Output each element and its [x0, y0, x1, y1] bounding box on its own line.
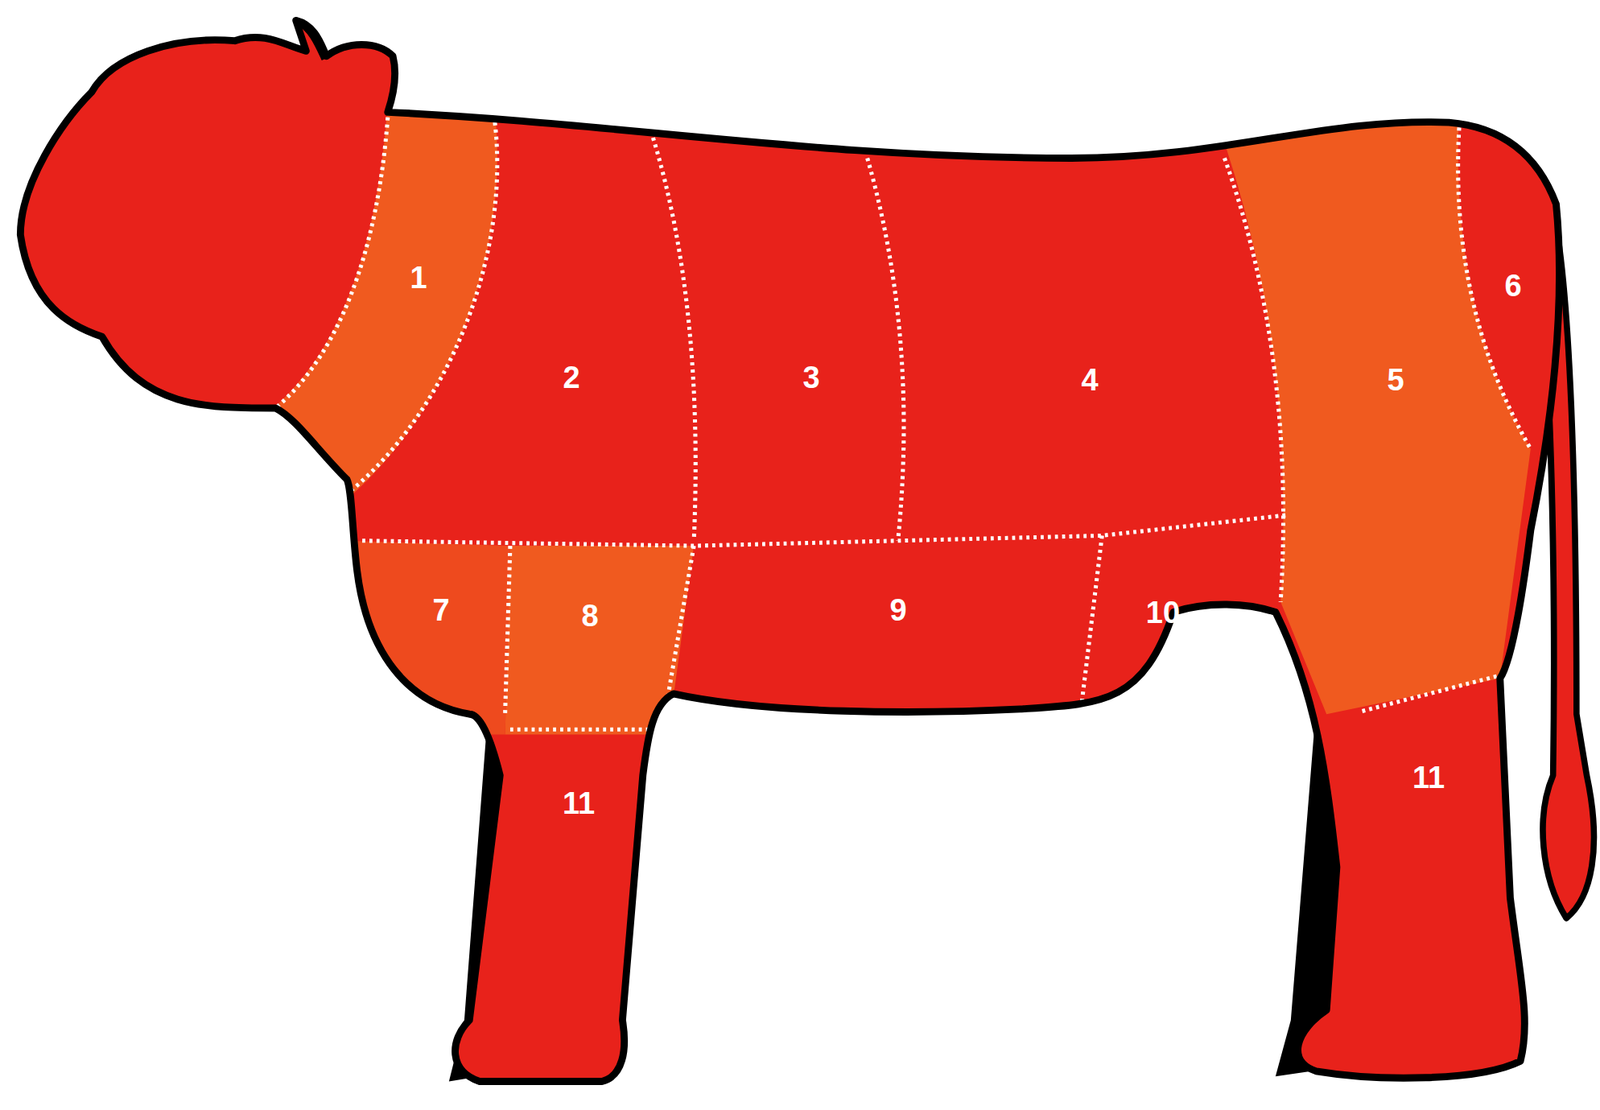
callout-number: 11 — [562, 787, 595, 819]
callout-number: 11 — [1412, 762, 1445, 793]
callout-number: 9 — [889, 594, 907, 626]
callout-number: 1 — [409, 262, 427, 293]
horn — [297, 22, 325, 60]
callout-number: 5 — [1386, 364, 1404, 396]
callout-number: 3 — [802, 362, 820, 393]
callout-number: 8 — [581, 600, 598, 631]
callout-number: 6 — [1504, 270, 1522, 302]
callout-number: 7 — [432, 594, 450, 626]
callout-number: 10 — [1146, 597, 1180, 628]
callout-number: 2 — [562, 362, 580, 393]
callout-number: 4 — [1080, 364, 1098, 396]
cow-outline — [20, 20, 1559, 1081]
